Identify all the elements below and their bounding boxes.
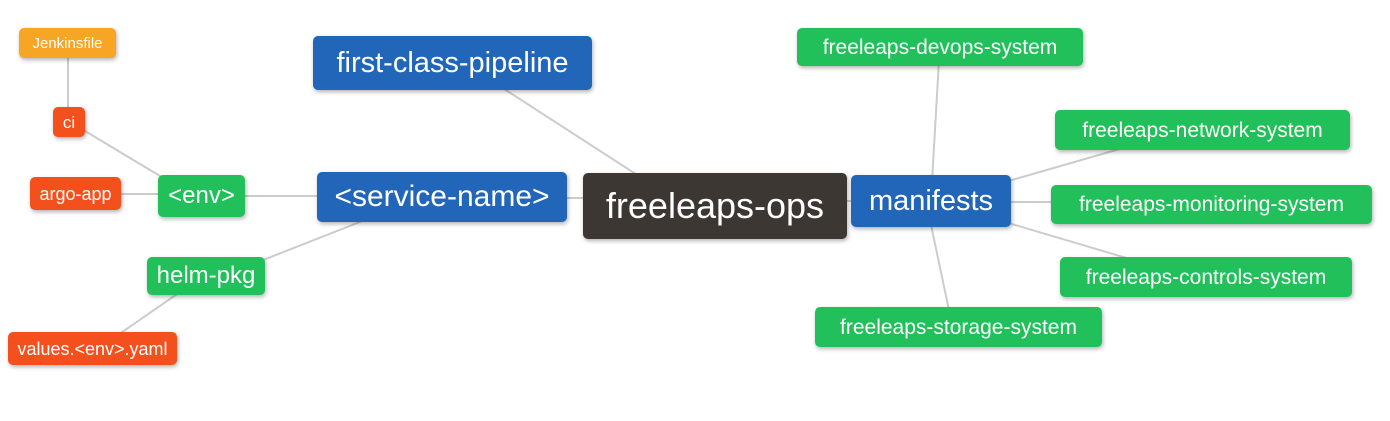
node-argo-app[interactable]: argo-app — [30, 177, 121, 210]
node-manifests[interactable]: manifests — [851, 175, 1011, 227]
edge-service-name-helm-pkg — [257, 217, 371, 263]
edge-manifests-network — [1004, 145, 1131, 183]
edge-ops-first-class-pipeline — [497, 84, 646, 181]
node-freeleaps-devops-system[interactable]: freeleaps-devops-system — [797, 28, 1083, 66]
node-freeleaps-monitoring-system[interactable]: freeleaps-monitoring-system — [1051, 185, 1372, 224]
node-freeleaps-controls-system[interactable]: freeleaps-controls-system — [1060, 257, 1352, 297]
node-freeleaps-storage-system[interactable]: freeleaps-storage-system — [815, 307, 1102, 347]
node-freeleaps-ops[interactable]: freeleaps-ops — [583, 173, 847, 239]
node-values-env-yaml[interactable]: values.<env>.yaml — [8, 332, 177, 365]
node-env[interactable]: <env> — [158, 175, 245, 217]
edge-manifests-controls — [1004, 221, 1141, 263]
node-jenkinsfile[interactable]: Jenkinsfile — [19, 28, 116, 58]
node-ci[interactable]: ci — [53, 107, 85, 137]
edge-manifests-devops — [931, 59, 940, 183]
edge-manifests-storage — [929, 219, 951, 316]
node-freeleaps-network-system[interactable]: freeleaps-network-system — [1055, 110, 1350, 150]
node-first-class-pipeline[interactable]: first-class-pipeline — [313, 36, 592, 90]
node-helm-pkg[interactable]: helm-pkg — [147, 257, 265, 295]
node-service-name[interactable]: <service-name> — [317, 172, 567, 222]
edge-helm-pkg-values — [114, 291, 181, 338]
